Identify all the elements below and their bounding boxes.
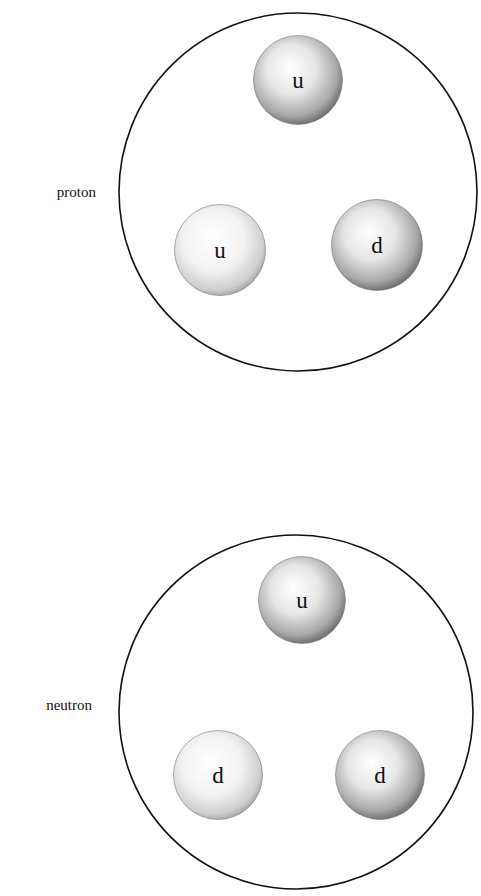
quark-node: d [173, 730, 263, 820]
quark-node: u [174, 204, 266, 296]
quark-label: d [212, 764, 224, 787]
particle-label: neutron [46, 697, 92, 714]
quark-label: d [371, 234, 383, 257]
quark-sphere [259, 557, 346, 644]
quark-label: u [296, 589, 308, 612]
quark-node: d [335, 730, 425, 820]
quark-label: u [214, 239, 226, 262]
quark-sphere [336, 731, 425, 820]
particle-node: neutronudd [118, 534, 474, 890]
quark-sphere [174, 731, 263, 820]
quark-node: d [331, 199, 423, 291]
quark-label: d [374, 764, 386, 787]
quark-label: u [292, 69, 304, 92]
particle-circle [119, 535, 473, 889]
quark-sphere [332, 200, 423, 291]
quark-node: u [258, 556, 346, 644]
quark-sphere [175, 205, 266, 296]
quark-node: u [253, 35, 343, 125]
particle-node: protonuud [118, 12, 478, 372]
quark-sphere [254, 36, 343, 125]
particle-label: proton [57, 184, 96, 201]
particle-circle [119, 13, 477, 371]
